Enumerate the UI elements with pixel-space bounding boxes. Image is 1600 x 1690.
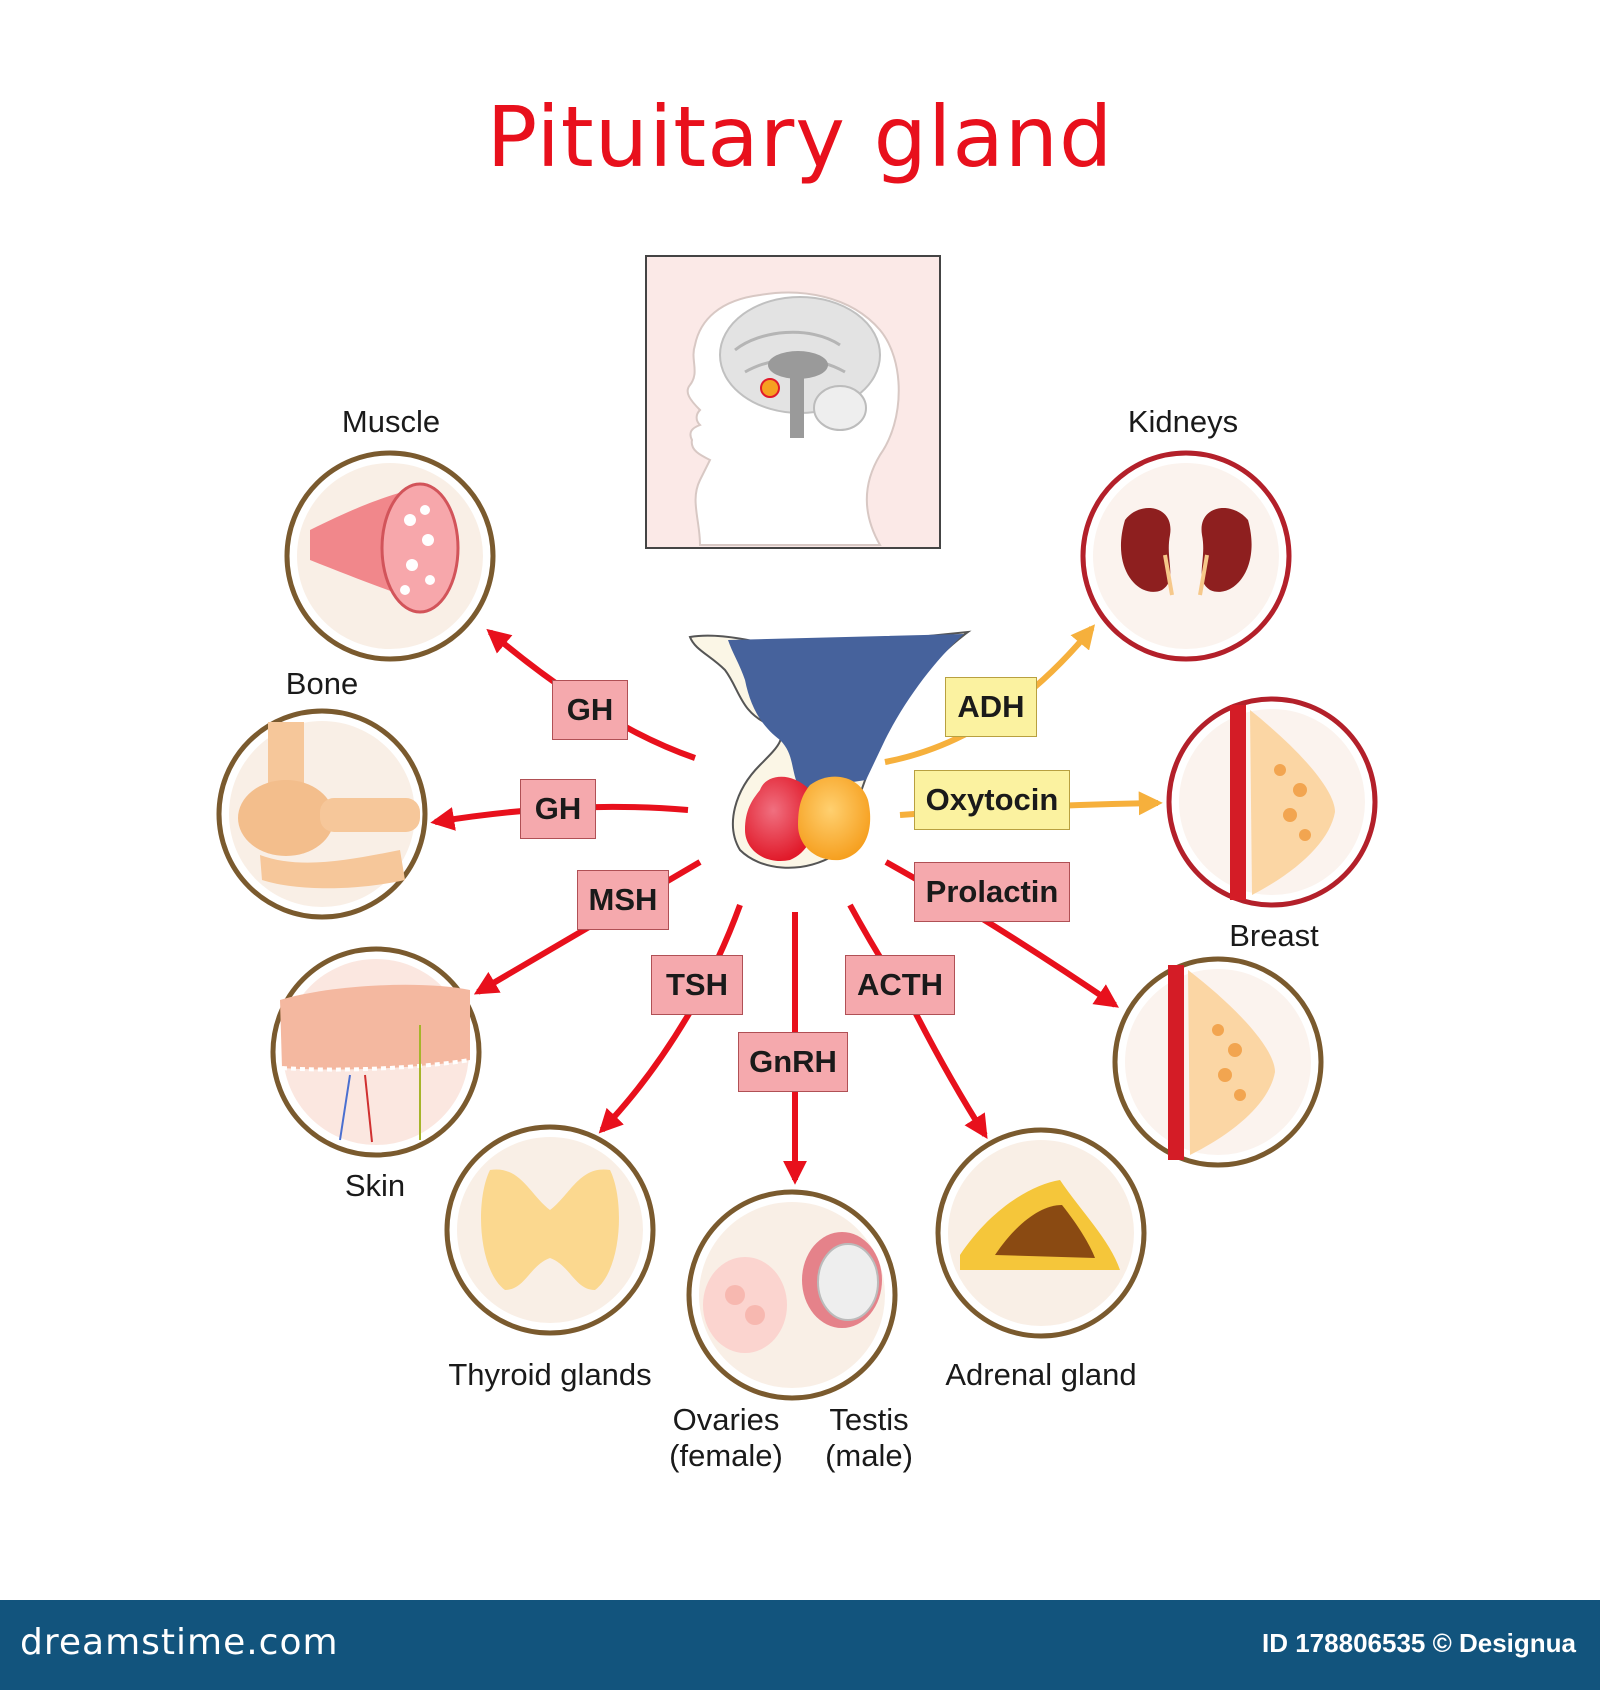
arrow-prolactin-breast — [884, 859, 1119, 1008]
kidneys-circle — [1080, 450, 1292, 662]
hormone-oxytocin: Oxytocin — [914, 770, 1070, 830]
label-bone: Bone — [285, 666, 359, 701]
hormone-msh: MSH — [577, 870, 669, 930]
label-testis: Testis (male) — [825, 1402, 913, 1474]
label-ovaries-line1: Ovaries — [672, 1402, 780, 1437]
arrow-acth-adrenal — [847, 903, 988, 1140]
label-ovaries: Ovaries (female) — [669, 1402, 783, 1474]
footer-bar: dreamstime.com ID 178806535 © Designua — [0, 1600, 1600, 1690]
label-ovaries-line2: (female) — [669, 1438, 783, 1473]
gonads-circle — [686, 1189, 898, 1401]
label-testis-line2: (male) — [825, 1438, 913, 1473]
footer-credit: ID 178806535 © Designua — [1262, 1628, 1576, 1658]
hormone-prolactin: Prolactin — [914, 862, 1070, 922]
adrenal-circle — [935, 1127, 1147, 1339]
pituitary-gland — [688, 630, 972, 869]
skin-circle — [270, 946, 482, 1158]
label-kidneys: Kidneys — [1127, 404, 1239, 439]
breast-circle-prolactin — [1112, 956, 1324, 1168]
hormone-gnrh: GnRH — [738, 1032, 848, 1092]
bone-circle — [216, 708, 428, 920]
arrow-tsh-thyroid — [598, 903, 743, 1134]
label-skin: Skin — [344, 1168, 406, 1203]
label-breast: Breast — [1229, 918, 1319, 953]
footer-brand: dreamstime.com — [20, 1622, 339, 1663]
hormone-adh: ADH — [945, 677, 1037, 737]
diagram-title: Pituitary gland — [486, 88, 1114, 186]
hormone-tsh: TSH — [651, 955, 743, 1015]
head-inset — [645, 255, 941, 549]
thyroid-circle — [444, 1124, 656, 1336]
hormone-gh-bone: GH — [520, 779, 596, 839]
muscle-circle — [284, 450, 496, 662]
label-thyroid: Thyroid glands — [448, 1357, 652, 1392]
label-adrenal: Adrenal gland — [945, 1357, 1137, 1392]
hormone-gh-muscle: GH — [552, 680, 628, 740]
hormone-acth: ACTH — [845, 955, 955, 1015]
breast-circle-oxytocin — [1166, 696, 1378, 908]
label-muscle: Muscle — [341, 404, 441, 439]
label-testis-line1: Testis — [829, 1402, 909, 1437]
